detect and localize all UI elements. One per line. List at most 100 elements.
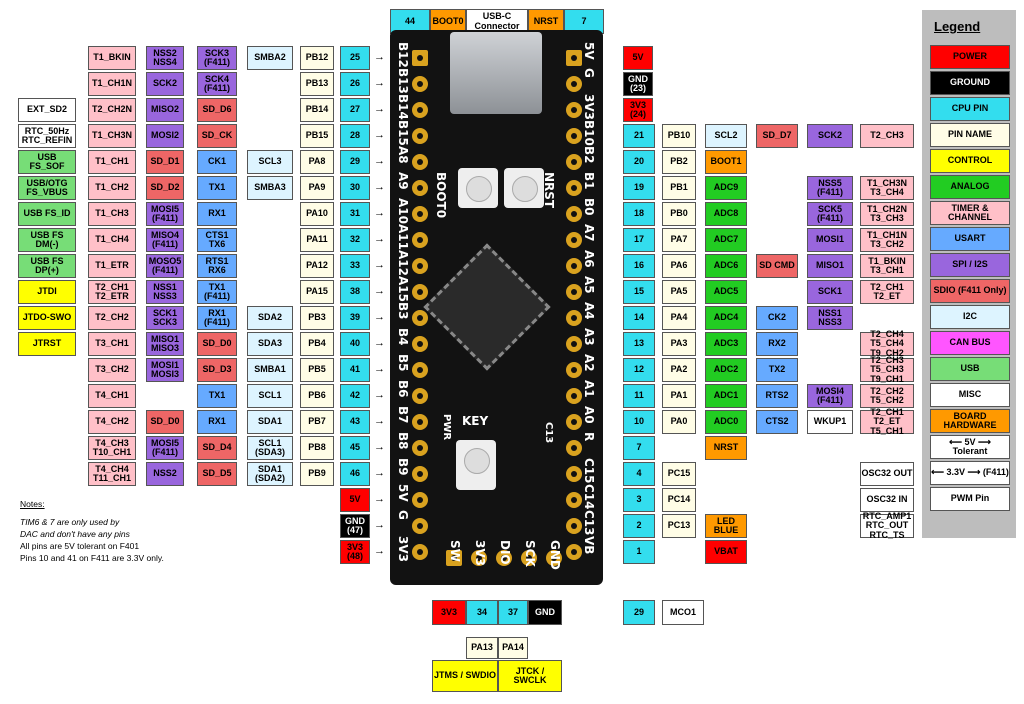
note-title: Notes: [20, 498, 45, 509]
board-pin-right-9 [566, 284, 582, 300]
board-pin-right-11 [566, 336, 582, 352]
left-cell-11-5: 40 [340, 332, 370, 356]
right-cell-11-3: CTS2 [756, 410, 798, 434]
right-cell-2-1: PB1 [662, 176, 696, 200]
left-cell-13-2: TX1 [197, 384, 237, 408]
board-pin-left-0 [412, 50, 428, 66]
board-pin-left-7 [412, 232, 428, 248]
left-cell-1-1: SCK2 [146, 72, 184, 96]
nrst-button [504, 168, 544, 208]
legend-item-12: USB [930, 357, 1010, 381]
board-pin-right-16 [566, 466, 582, 482]
left-cell-9-0: T2_CH1 T2_ETR [88, 280, 136, 304]
board-label-right-9: A5 [582, 276, 596, 294]
bottom-29: 29 [623, 600, 655, 625]
left-cell-4-2: CK1 [197, 150, 237, 174]
right-cell-2-2: ADC9 [705, 176, 747, 200]
board-label-right-6: B0 [582, 198, 596, 216]
board-pin-right-1 [566, 76, 582, 92]
right-cell-10-5: T2_CH2 T5_CH2 [860, 384, 914, 408]
board-label-right-19: VB [582, 536, 596, 555]
right-cell-1-2: BOOT1 [705, 150, 747, 174]
left-cell-0-1: NSS2 NSS4 [146, 46, 184, 70]
board-label-left-1: B13 [396, 68, 410, 94]
legend-item-0: POWER [930, 45, 1010, 69]
legend-item-1: GROUND [930, 71, 1010, 95]
board-pin-right-18 [566, 518, 582, 534]
left-cell-7-1: MISO4 (F411) [146, 228, 184, 252]
board-pin-left-17 [412, 492, 428, 508]
right-cell-11-1: PA0 [662, 410, 696, 434]
board-pin-left-18 [412, 518, 428, 534]
arrow-icon: → [374, 337, 385, 349]
legend-item-3: PIN NAME [930, 123, 1010, 147]
top-usb-c: USB-C Connector [466, 9, 528, 34]
arrow-icon: → [374, 233, 385, 245]
right-cell-0-2: SCL2 [705, 124, 747, 148]
left-cell-4-3: SCL3 [247, 150, 293, 174]
left-cell-1-2: SCK4 (F411) [197, 72, 237, 96]
right-cell-14-5: OSC32 IN [860, 488, 914, 512]
right-cell-11-5: T2_CH1 T2_ET T5_CH1 [860, 407, 914, 435]
left-cell-4-0: T1_CH1 [88, 150, 136, 174]
left-cell-12-5: 41 [340, 358, 370, 382]
right-cell-13-0: 4 [623, 462, 655, 486]
right-cell-13-1: PC15 [662, 462, 696, 486]
right-cell-10-1: PA1 [662, 384, 696, 408]
left-cell-12-4: PB5 [300, 358, 334, 382]
legend-item-11: CAN BUS [930, 331, 1010, 355]
bottom-pa14: PA14 [498, 637, 528, 659]
board-label-right-18: C13 [582, 510, 596, 536]
board-label-left-8: A12 [396, 250, 410, 276]
board-pin-left-3 [412, 128, 428, 144]
legend-title: Legend [934, 19, 981, 35]
legend-item-13: MISC [930, 383, 1010, 407]
left-cell-0-3: SMBA2 [247, 46, 293, 70]
board-label-right-5: B1 [582, 172, 596, 190]
arrow-icon: → [374, 311, 385, 323]
right-cell-6-1: PA5 [662, 280, 696, 304]
left-cell-7-0: T1_CH4 [88, 228, 136, 252]
bottom-pa13: PA13 [466, 637, 498, 659]
right-cell-0-4: SCK2 [807, 124, 853, 148]
left-cell-0-2: SCK3 (F411) [197, 46, 237, 70]
arrow-icon: → [374, 129, 385, 141]
legend-item-4: CONTROL [930, 149, 1010, 173]
board-label-left-18: G [396, 510, 410, 520]
board-pin-left-9 [412, 284, 428, 300]
right-cell-2-4: NSS5 (F411) [807, 176, 853, 200]
left-cell-3-4: PB15 [300, 124, 334, 148]
left-func-8: USB FS DP(+) [18, 254, 76, 278]
board-pin-left-19 [412, 544, 428, 560]
boot0-button [458, 168, 498, 208]
board-pin-left-1 [412, 76, 428, 92]
c13-label: C13 [543, 422, 554, 444]
left-cell-3-0: T1_CH3N [88, 124, 136, 148]
arrow-icon: → [374, 207, 385, 219]
left-cell-1-0: T1_CH1N [88, 72, 136, 96]
legend-item-15: ⟵ 5V ⟶ Tolerant [930, 435, 1010, 459]
left-cell-9-2: TX1 (F411) [197, 280, 237, 304]
left-cell-10-1: SCK1 SCK3 [146, 306, 184, 330]
left-cell-11-4: PB4 [300, 332, 334, 356]
right-cell-5-5: T1_BKIN T3_CH1 [860, 254, 914, 278]
right-cell-4-0: 17 [623, 228, 655, 252]
right-cell-5-0: 16 [623, 254, 655, 278]
left-func-10: JTDO-SWO [18, 306, 76, 330]
board-label-left-6: A10 [396, 198, 410, 224]
right-cell-16-0: 1 [623, 540, 655, 564]
board-pin-right-19 [566, 544, 582, 560]
left-cell-8-4: PA12 [300, 254, 334, 278]
right-cell-4-5: T1_CH1N T3_CH2 [860, 228, 914, 252]
board-label-left-19: 3V3 [396, 536, 410, 562]
left-cell-6-5: 31 [340, 202, 370, 226]
board-label-right-10: A4 [582, 302, 596, 320]
right-cell-8-0: 13 [623, 332, 655, 356]
right-cell-5-1: PA6 [662, 254, 696, 278]
right-cell-3-4: SCK5 (F411) [807, 202, 853, 226]
left-cell-5-1: SD_D2 [146, 176, 184, 200]
left-func-9: JTDI [18, 280, 76, 304]
left-cell-13-5: 42 [340, 384, 370, 408]
board-label-left-10: B3 [396, 302, 410, 320]
left-cell-10-3: SDA2 [247, 306, 293, 330]
